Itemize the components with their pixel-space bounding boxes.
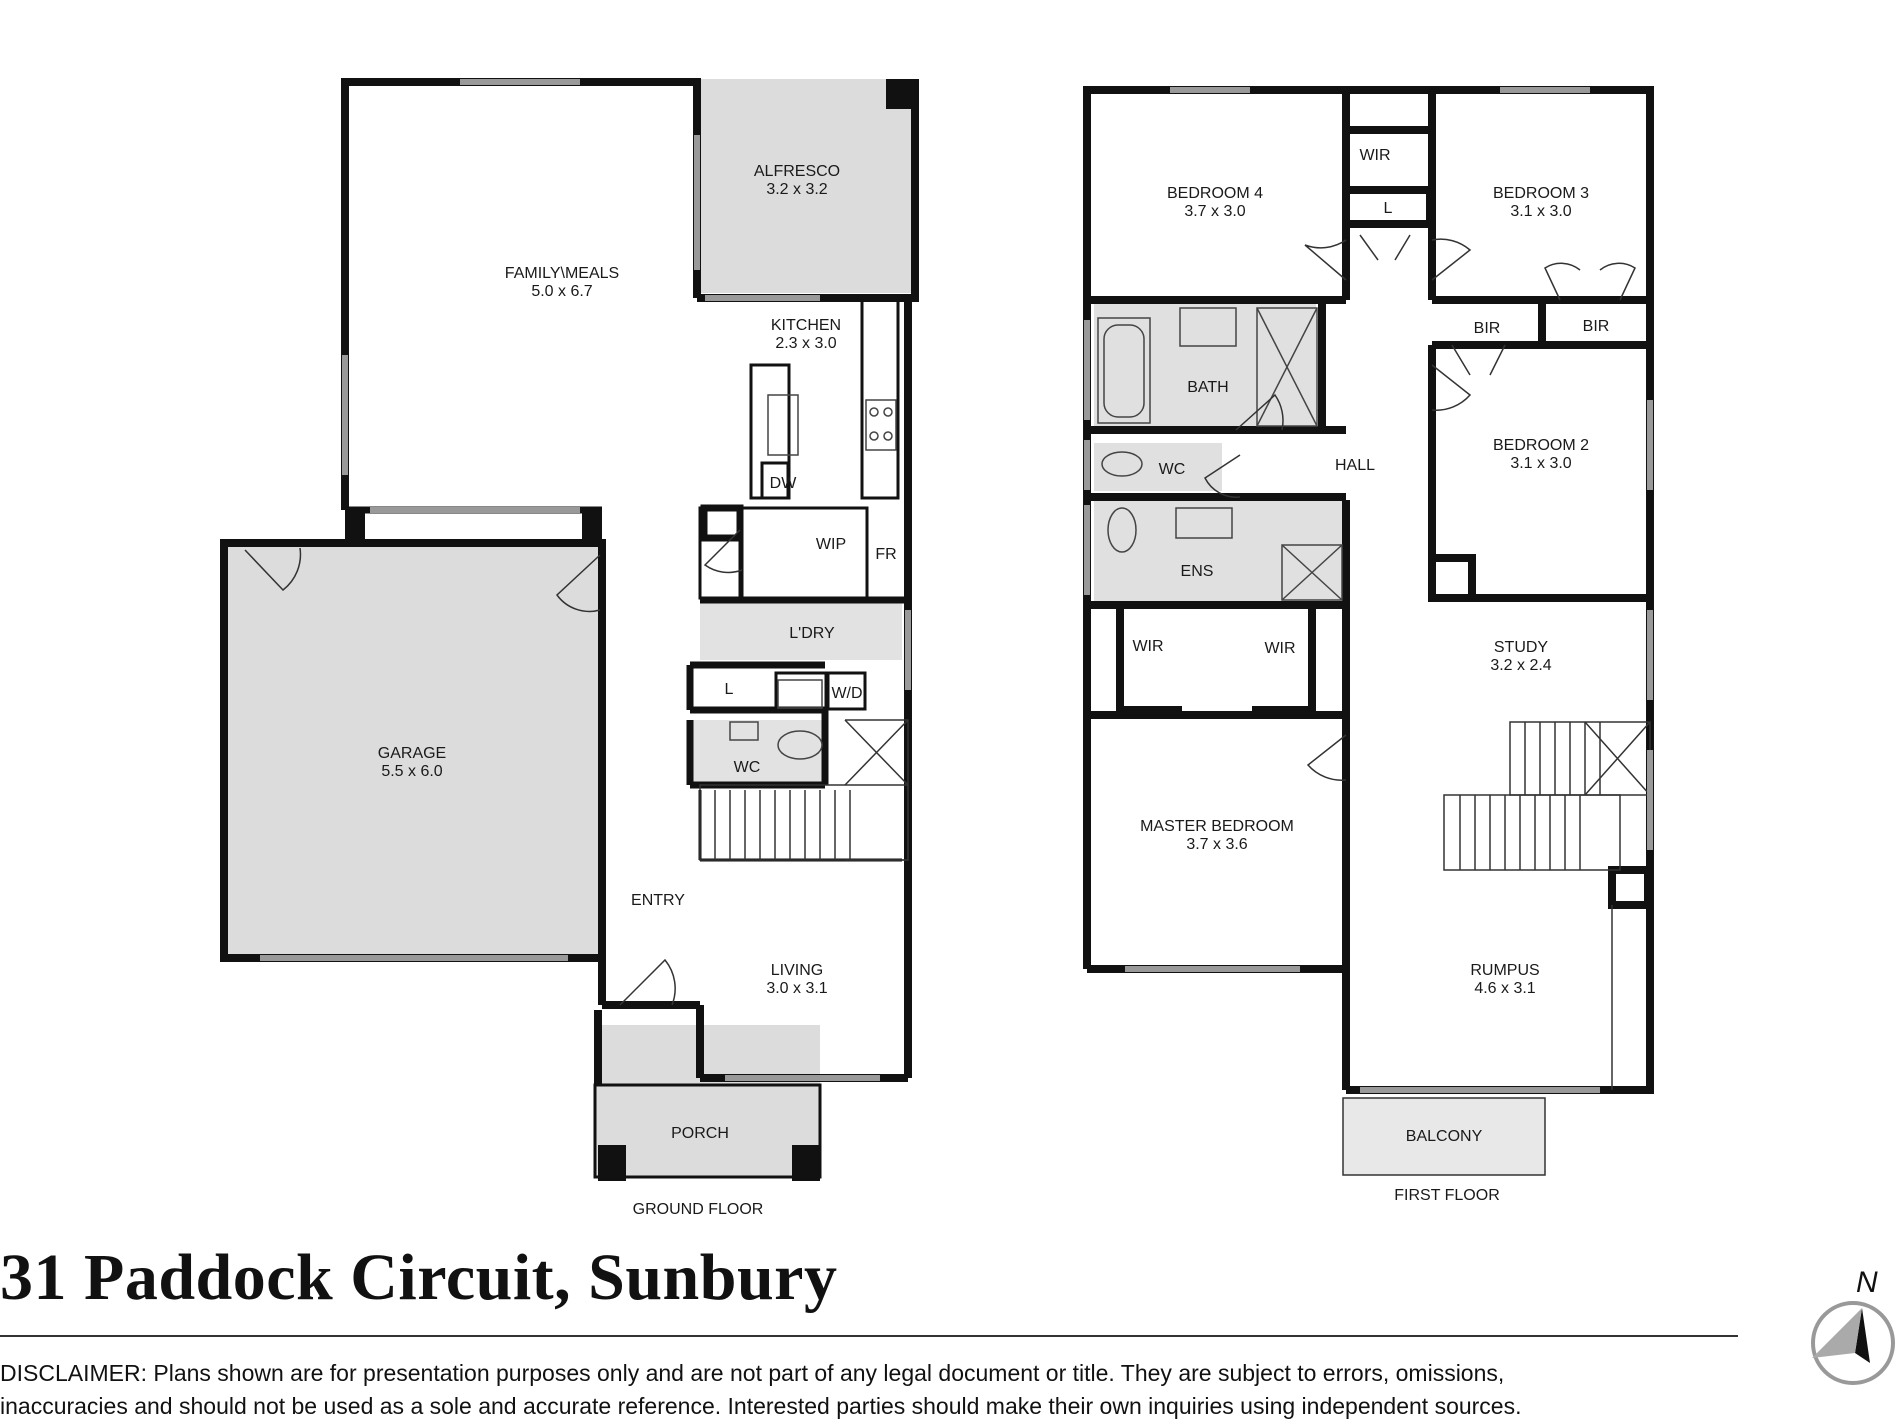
room-size-master-bedroom: 3.7 x 3.6 — [1186, 836, 1247, 853]
compass-north-label: N — [1856, 1266, 1878, 1299]
label-wip: WIP — [816, 536, 846, 553]
ground-floor-plan — [220, 78, 919, 1181]
room-name-rumpus: RUMPUS — [1470, 962, 1539, 979]
divider — [0, 1335, 1738, 1337]
room-name-bedroom-4: BEDROOM 4 — [1167, 185, 1263, 202]
room-name-master-bedroom: MASTER BEDROOM — [1140, 818, 1294, 835]
label-laundry: L'DRY — [789, 625, 835, 642]
room-size-family-meals: 5.0 x 6.7 — [531, 283, 592, 300]
room-size-living: 3.0 x 3.1 — [766, 980, 827, 997]
label-hall: HALL — [1335, 457, 1375, 474]
room-name-alfresco: ALFRESCO — [754, 163, 840, 180]
label-wc-ground: WC — [734, 759, 761, 776]
label-linen-first: L — [1384, 200, 1393, 217]
label-bath: BATH — [1187, 379, 1228, 396]
ground-floor-caption: GROUND FLOOR — [633, 1201, 764, 1218]
disclaimer: DISCLAIMER: Plans shown are for presenta… — [0, 1357, 1760, 1423]
room-size-study: 3.2 x 2.4 — [1490, 657, 1551, 674]
first-floor-caption: FIRST FLOOR — [1394, 1187, 1500, 1204]
room-size-garage: 5.5 x 6.0 — [381, 763, 442, 780]
label-linen: L — [725, 681, 734, 698]
room-size-rumpus: 4.6 x 3.1 — [1474, 980, 1535, 997]
room-name-family-meals: FAMILY\MEALS — [505, 265, 619, 282]
room-name-bedroom-2: BEDROOM 2 — [1493, 437, 1589, 454]
label-wir-right: WIR — [1264, 640, 1295, 657]
label-balcony: BALCONY — [1406, 1128, 1483, 1145]
label-wc-first: WC — [1159, 461, 1186, 478]
label-bir-left: BIR — [1474, 320, 1501, 337]
label-wir-left: WIR — [1132, 638, 1163, 655]
disclaimer-line-2: inaccuracies and should not be used as a… — [0, 1393, 1522, 1419]
room-name-living: LIVING — [771, 962, 823, 979]
label-fr: FR — [875, 546, 896, 563]
room-size-alfresco: 3.2 x 3.2 — [766, 181, 827, 198]
room-size-bedroom-3: 3.1 x 3.0 — [1510, 203, 1571, 220]
first-floor-plan — [1083, 86, 1654, 1176]
room-name-kitchen: KITCHEN — [771, 317, 841, 334]
room-name-garage: GARAGE — [378, 745, 446, 762]
room-size-bedroom-2: 3.1 x 3.0 — [1510, 455, 1571, 472]
label-entry: ENTRY — [631, 892, 685, 909]
label-washer-dryer: W/D — [831, 685, 862, 702]
label-ens: ENS — [1181, 563, 1214, 580]
disclaimer-line-1: DISCLAIMER: Plans shown are for presenta… — [0, 1360, 1505, 1386]
room-size-bedroom-4: 3.7 x 3.0 — [1184, 203, 1245, 220]
room-size-kitchen: 2.3 x 3.0 — [775, 335, 836, 352]
label-dw: DW — [770, 475, 798, 492]
room-name-bedroom-3: BEDROOM 3 — [1493, 185, 1589, 202]
label-bir-right: BIR — [1583, 318, 1610, 335]
room-name-study: STUDY — [1494, 639, 1549, 656]
property-address: 31 Paddock Circuit, Sunbury — [0, 1241, 838, 1314]
label-wir-top: WIR — [1359, 147, 1390, 164]
label-porch: PORCH — [671, 1125, 729, 1142]
compass-icon — [1811, 1301, 1895, 1385]
